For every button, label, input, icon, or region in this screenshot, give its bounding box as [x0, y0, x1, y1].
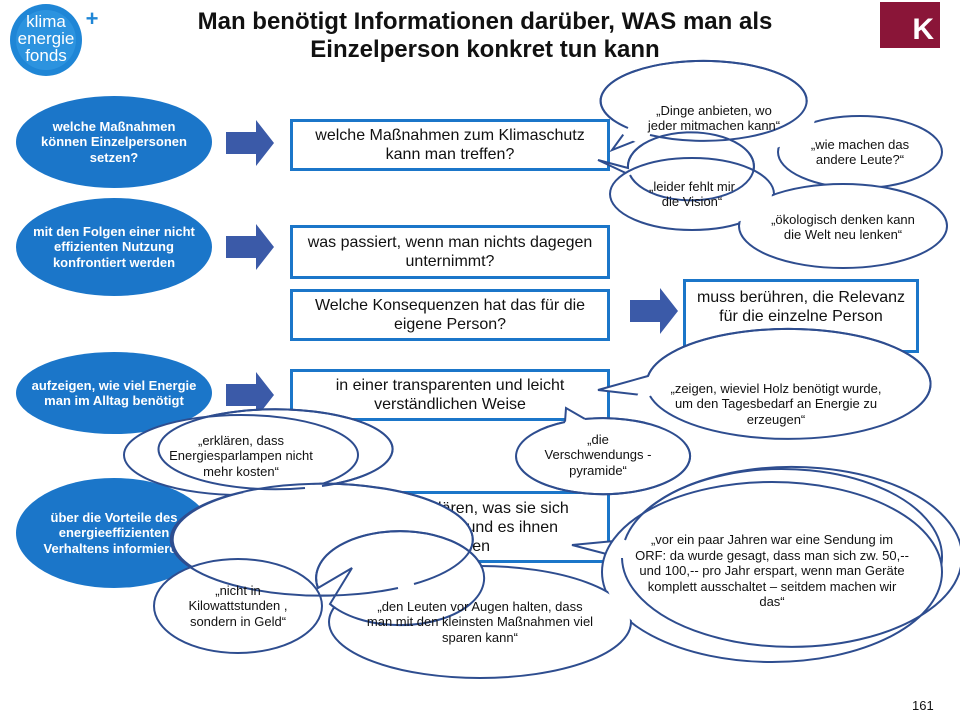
arrow-right-icon — [226, 224, 274, 270]
arrow-right-icon — [226, 372, 274, 418]
slide-title: Man benötigt Informationen darüber, WAS … — [197, 8, 773, 63]
oval-massnahmen: welche Maßnahmen können Einzelpersonen s… — [16, 96, 212, 188]
logo-line3: fonds — [25, 46, 67, 65]
box-konsequenzen: Welche Konsequenzen hat das für die eige… — [290, 289, 610, 341]
box-nichts-unternehmen: was passiert, wenn man nichts dagegen un… — [290, 225, 610, 279]
logo-plus: + — [86, 6, 99, 31]
logo-line1: klima — [26, 12, 66, 31]
bubble-oekologisch: „ökologisch denken kann die Welt neu len… — [771, 211, 915, 243]
corner-brand-logo: K — [880, 2, 940, 48]
arrow-right-icon — [226, 120, 274, 166]
brand-letter: K — [912, 13, 934, 46]
arrow-right-icon — [630, 288, 678, 334]
bubble-andere-leute: „wie machen das andere Leute?“ — [810, 136, 910, 168]
page-number: 161 — [912, 698, 934, 713]
bubble-orf-sendung: „vor ein paar Jahren war eine Sendung im… — [635, 532, 909, 610]
oval-folgen: mit den Folgen einer nicht effizienten N… — [16, 198, 212, 296]
bubble-kilowattstunden: „nicht in Kilowattstunden , sondern in G… — [188, 582, 288, 629]
bubble-dinge-anbieten: „Dinge anbieten, wo jeder mitmachen kann… — [647, 102, 781, 134]
klimafonds-logo: klima energie fonds + — [4, 2, 104, 76]
box-transparente-weise: in einer transparenten und leicht verstä… — [290, 369, 610, 421]
bubble-kleinste-massnahmen: „den Leuten vor Augen halten, dass man m… — [366, 598, 594, 645]
bubble-holz: „zeigen, wieviel Holz benötigt wurde, um… — [670, 380, 882, 427]
logo-line2: energie — [18, 29, 75, 48]
speech-bubble-shape — [738, 183, 948, 269]
bubble-verschwendungspyramide: „die Verschwendungs -pyramide“ — [544, 431, 652, 478]
bubble-vision: „leider fehlt mir die Vision“ — [649, 178, 735, 210]
box-klimaschutz: welche Maßnahmen zum Klimaschutz kann ma… — [290, 119, 610, 171]
bubble-energiesparlampen: „erklären, dass Energiesparlampen nicht … — [169, 432, 313, 479]
